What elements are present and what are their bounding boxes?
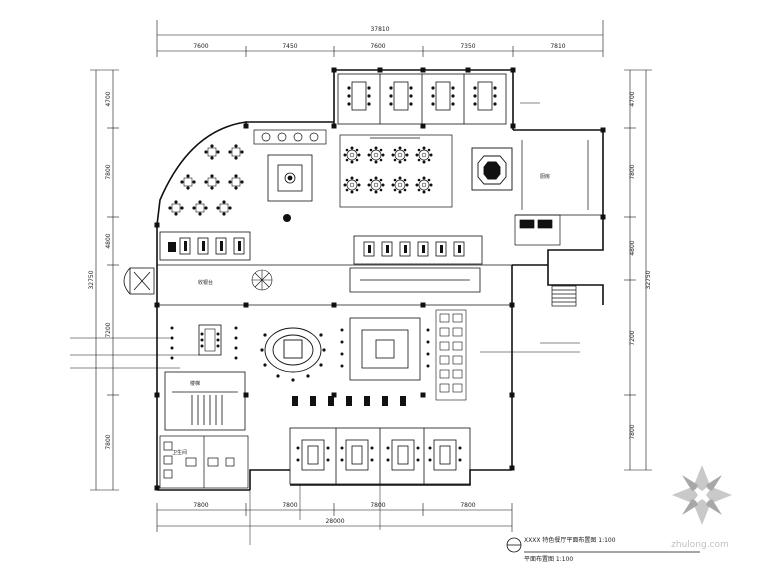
lower-left-stair xyxy=(164,371,246,431)
room-label-toilet: 卫生间 xyxy=(172,449,187,456)
right-dimension-lines xyxy=(624,69,652,471)
dim-left-total: 32750 xyxy=(88,270,95,289)
central-oval-feature xyxy=(264,327,322,373)
room-label-kitchen: 厨房 xyxy=(540,173,550,180)
lower-right-booth xyxy=(349,317,421,381)
dim-bottom-1: 7800 xyxy=(193,502,208,509)
round-table-hall xyxy=(343,146,433,194)
bottom-room-chairs xyxy=(296,446,462,462)
hall-partition xyxy=(339,134,453,208)
title-block xyxy=(506,537,700,553)
lower-right-chairs xyxy=(340,328,430,368)
left-dimension-lines xyxy=(90,69,119,491)
booth-seats xyxy=(168,241,461,253)
annotation-leaders xyxy=(70,337,580,545)
dim-bottom-4: 7800 xyxy=(460,502,475,509)
structural-columns xyxy=(154,67,606,491)
dim-right-total: 32750 xyxy=(645,270,652,289)
lower-center-seats xyxy=(292,396,406,406)
dim-top-1: 7600 xyxy=(193,43,208,50)
dim-left-5: 7800 xyxy=(105,434,112,449)
dim-right-3: 4800 xyxy=(629,240,636,255)
dim-bottom-total: 28000 xyxy=(325,518,344,525)
spiral-stair-icon xyxy=(283,214,291,222)
booth-row xyxy=(159,231,483,265)
dim-right-5: 7800 xyxy=(629,424,636,439)
dim-left-2: 7800 xyxy=(105,164,112,179)
toilet-block xyxy=(159,435,249,489)
corridor-stair xyxy=(251,269,273,291)
dim-top-total: 37810 xyxy=(370,26,389,33)
dim-right-2: 7800 xyxy=(629,164,636,179)
dim-top-3: 7600 xyxy=(370,43,385,50)
top-room-chairs xyxy=(347,86,497,106)
right-wing-room xyxy=(514,140,603,307)
dim-right-4: 7200 xyxy=(629,330,636,345)
watermark-text: zhulong.com xyxy=(671,540,729,550)
upper-left-dining-tables xyxy=(167,143,245,217)
bottom-private-rooms xyxy=(289,427,471,485)
dim-left-1: 4700 xyxy=(105,91,112,106)
bottom-dimension-lines xyxy=(156,503,513,532)
dim-bottom-3: 7800 xyxy=(370,502,385,509)
octagon-feature xyxy=(471,147,513,191)
oval-seating xyxy=(260,333,326,382)
dim-left-3: 4800 xyxy=(105,233,112,248)
room-label-stair: 楼梯 xyxy=(190,380,200,387)
top-row-seats xyxy=(253,129,327,145)
lower-left-booth xyxy=(198,324,222,356)
top-private-rooms xyxy=(337,73,507,125)
drawing-caption-line2: 平面布置图 1:100 xyxy=(524,555,573,563)
dim-top-2: 7450 xyxy=(282,43,297,50)
dim-bottom-2: 7800 xyxy=(282,502,297,509)
room-label-cashier: 收银台 xyxy=(198,279,213,286)
dim-right-1: 4700 xyxy=(629,91,636,106)
side-entrance xyxy=(123,267,155,295)
top-dimension-lines xyxy=(156,20,604,57)
dim-top-5: 7810 xyxy=(550,43,565,50)
lower-left-chairs xyxy=(170,326,238,360)
drawing-caption-line1: XXXX 特色餐厅平面布置图 1:100 xyxy=(524,536,616,544)
dim-left-4: 7200 xyxy=(105,322,112,337)
corridor xyxy=(157,264,512,306)
dim-top-4: 7350 xyxy=(460,43,475,50)
feature-pavilion xyxy=(267,154,313,202)
watermark-logo xyxy=(672,465,732,525)
right-side-seats xyxy=(435,309,467,401)
